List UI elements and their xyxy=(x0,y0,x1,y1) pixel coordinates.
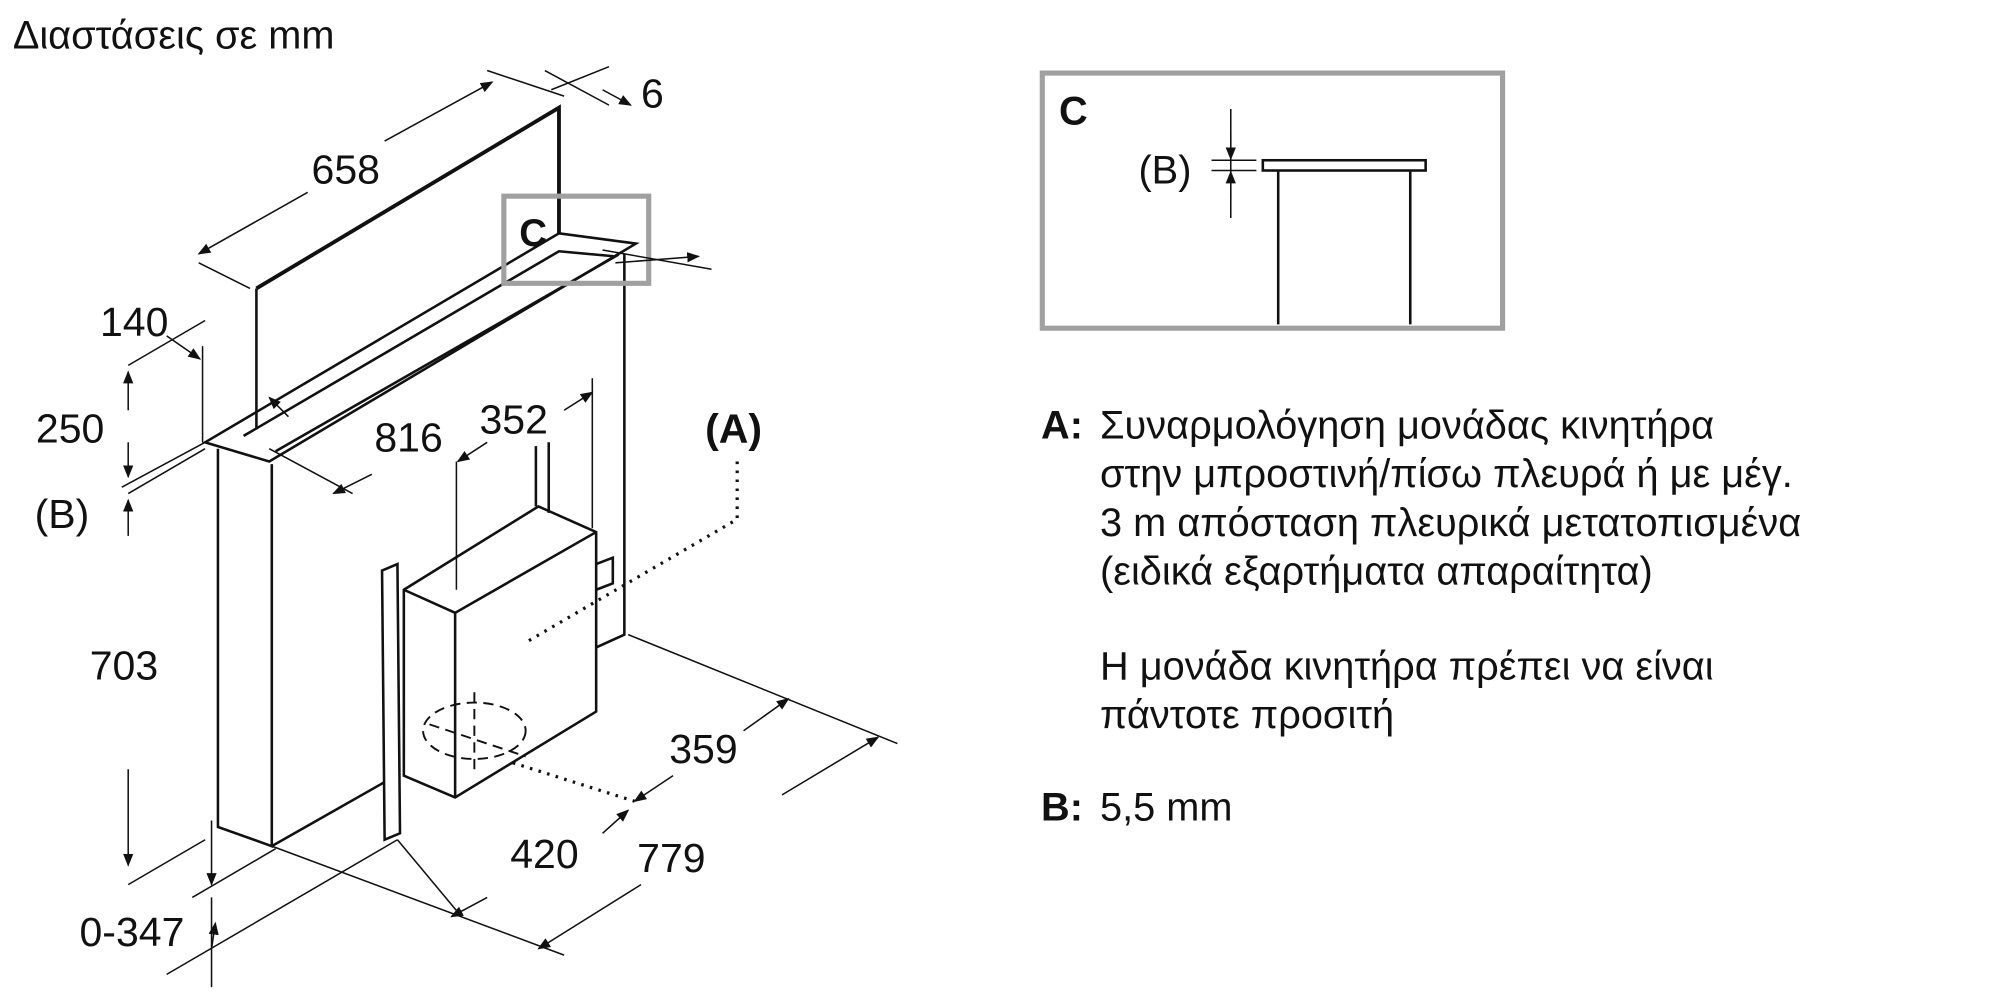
note-b-value: 5,5 mm xyxy=(1100,786,1232,830)
note-a-line: Συναρμολόγηση μονάδας κινητήρα xyxy=(1100,403,1714,447)
detail-c-marker xyxy=(501,193,652,286)
dim-140: 140 xyxy=(100,299,168,345)
label-a: (A) xyxy=(705,405,762,451)
note-b-key: B: xyxy=(1041,786,1083,830)
detail-c-marker-label: C xyxy=(519,212,547,255)
note-a-line: στην μπροστινή/πίσω πλευρά ή με μέγ. xyxy=(1100,452,1793,496)
dim-352: 352 xyxy=(479,396,547,442)
detail-c-panel: C (B) xyxy=(1039,70,1506,331)
dim-703: 703 xyxy=(90,642,158,688)
dim-6: 6 xyxy=(641,71,664,117)
note-a-line: 3 m απόσταση πλευρικά μετατοπισμένα xyxy=(1100,501,1801,545)
dimension-lines xyxy=(121,65,898,988)
note-a-line: (ειδικά εξαρτήματα απαραίτητα) xyxy=(1100,550,1653,594)
dim-0-347: 0-347 xyxy=(79,909,184,955)
dimension-labels: 658 6 140 250 (B) 816 352 (A) 703 359 42… xyxy=(35,71,762,955)
dim-420: 420 xyxy=(510,831,578,877)
dim-b: (B) xyxy=(35,491,90,537)
page-title: Διαστάσεις σε mm xyxy=(13,14,335,58)
dim-779: 779 xyxy=(637,835,705,881)
dim-816: 816 xyxy=(374,414,442,460)
dim-250: 250 xyxy=(36,405,104,451)
downdraft-hood-illustration xyxy=(201,104,739,848)
detail-c-label: C xyxy=(1059,89,1088,133)
note-a-extra: Η μονάδα κινητήρα πρέπει να είναι xyxy=(1100,644,1714,688)
dim-658: 658 xyxy=(312,146,380,192)
notes: A: Συναρμολόγηση μονάδας κινητήρα στην μ… xyxy=(1041,403,1801,829)
note-a-key: A: xyxy=(1041,403,1083,447)
note-a-extra: πάντοτε προσιτή xyxy=(1100,693,1394,737)
dim-359: 359 xyxy=(669,726,737,772)
detail-b-label: (B) xyxy=(1138,148,1191,192)
